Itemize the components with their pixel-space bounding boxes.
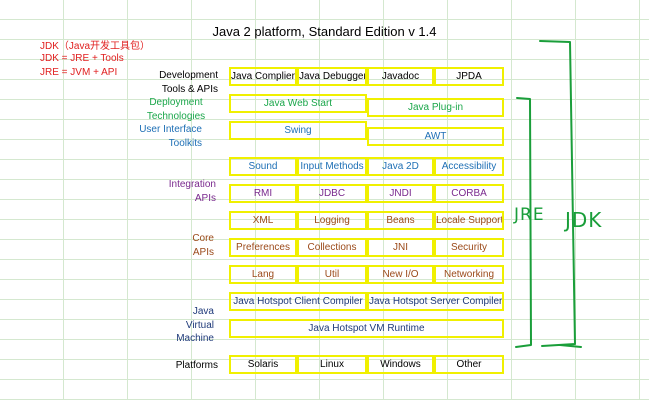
- jre-handwritten-label: JRE: [514, 205, 545, 225]
- cell-corba: CORBA: [434, 184, 504, 203]
- cell-preferences: Preferences: [229, 238, 297, 257]
- row-integration: RMI JDBC JNDI CORBA: [229, 184, 504, 203]
- cell-lang: Lang: [229, 265, 297, 284]
- cell-security: Security: [434, 238, 504, 257]
- cell-logging: Logging: [297, 211, 367, 230]
- cell-accessibility: Accessibility: [434, 157, 504, 176]
- row-core-2: Preferences Collections JNI Security: [229, 238, 504, 257]
- cell-solaris: Solaris: [229, 355, 297, 374]
- cell-xml: XML: [229, 211, 297, 230]
- cell-java-2d: Java 2D: [367, 157, 434, 176]
- cell-jdbc: JDBC: [297, 184, 367, 203]
- diagram-title: Java 2 platform, Standard Edition v 1.4: [212, 24, 437, 39]
- cell-java-web-start: Java Web Start: [229, 94, 367, 113]
- jdk-handwritten-label: JDK: [565, 208, 603, 232]
- cell-awt: AWT: [367, 127, 504, 146]
- label-platforms: Platforms: [175, 360, 218, 371]
- cell-jndi: JNDI: [367, 184, 434, 203]
- cell-other: Other: [434, 355, 504, 374]
- cell-new-io: New I/O: [367, 265, 434, 284]
- cell-locale-support: Locale Support: [434, 211, 504, 230]
- jre-bracket: [515, 97, 532, 348]
- cell-collections: Collections: [297, 238, 367, 257]
- cell-linux: Linux: [297, 355, 367, 374]
- row-deployment: Java Web Start Java Plug-in: [229, 94, 504, 117]
- note-jdk-definition: JDK（Java开发工具包）: [40, 41, 151, 52]
- row-vm-compilers: Java Hotspot Client Compiler Java Hotspo…: [229, 292, 504, 311]
- note-jdk-equation: JDK = JRE + Tools: [40, 53, 124, 64]
- cell-hotspot-client-compiler: Java Hotspot Client Compiler: [229, 292, 367, 311]
- cell-beans: Beans: [367, 211, 434, 230]
- cell-input-methods: Input Methods: [297, 157, 367, 176]
- cell-jni: JNI: [367, 238, 434, 257]
- cell-javadoc: Javadoc: [367, 67, 434, 86]
- cell-swing: Swing: [229, 121, 367, 140]
- cell-jpda: JPDA: [434, 67, 504, 86]
- cell-rmi: RMI: [229, 184, 297, 203]
- row-ui-toolkits: Swing AWT: [229, 121, 504, 146]
- cell-hotspot-server-compiler: Java Hotspot Server Compiler: [367, 292, 504, 311]
- cell-util: Util: [297, 265, 367, 284]
- cell-hotspot-vm-runtime: Java Hotspot VM Runtime: [229, 319, 504, 338]
- row-core-3: Lang Util New I/O Networking: [229, 265, 504, 284]
- row-ui-components: Sound Input Methods Java 2D Accessibilit…: [229, 157, 504, 176]
- cell-java-compiler: Java Complier: [229, 67, 297, 86]
- row-vm-runtime: Java Hotspot VM Runtime: [229, 319, 504, 338]
- row-dev-tools: Java Complier Java Debugger Javadoc JPDA: [229, 67, 504, 86]
- cell-windows: Windows: [367, 355, 434, 374]
- cell-sound: Sound: [229, 157, 297, 176]
- row-platforms: Solaris Linux Windows Other: [229, 355, 504, 374]
- cell-java-plugin: Java Plug-in: [367, 98, 504, 117]
- jdk-bracket: [539, 40, 582, 348]
- row-core-1: XML Logging Beans Locale Support: [229, 211, 504, 230]
- cell-java-debugger: Java Debugger: [297, 67, 367, 86]
- cell-networking: Networking: [434, 265, 504, 284]
- note-jre-equation: JRE = JVM + API: [40, 67, 118, 78]
